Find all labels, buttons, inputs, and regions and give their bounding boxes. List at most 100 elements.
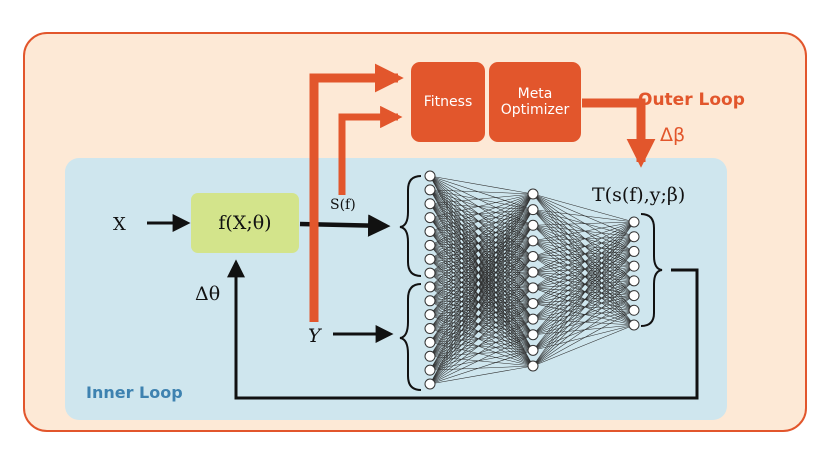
network-edge — [532, 295, 635, 320]
network-edge — [429, 225, 534, 385]
network-edge — [429, 272, 534, 367]
network-node-layer-1 — [424, 198, 436, 210]
loss-term-label: T(s(f),y;β) — [592, 184, 686, 206]
network-edge — [429, 318, 534, 357]
network-edge — [532, 209, 635, 267]
network-edge — [532, 271, 635, 296]
network-edge — [532, 221, 635, 304]
network-edge — [429, 286, 534, 320]
network-edge — [429, 287, 534, 315]
network-edge — [429, 303, 534, 315]
network-node-layer-1 — [424, 225, 436, 237]
network-edge — [429, 209, 534, 315]
network-node-layer-3 — [628, 275, 640, 287]
network-edge — [429, 240, 534, 246]
network-edge — [429, 193, 534, 301]
network-edge — [429, 175, 534, 210]
network-edge — [429, 189, 534, 242]
network-edge — [429, 350, 534, 385]
network-edge — [429, 224, 534, 232]
network-edge — [532, 256, 635, 326]
network-edge — [532, 221, 635, 257]
network-edge — [429, 189, 534, 257]
network-edge — [429, 231, 534, 289]
network-node-layer-1 — [424, 281, 436, 293]
network-edge — [429, 271, 534, 371]
network-node-layer-2 — [527, 188, 539, 200]
network-nodes — [424, 170, 640, 390]
network-edge — [532, 280, 635, 304]
network-edge — [429, 203, 534, 257]
network-edge — [429, 203, 534, 304]
network-edge — [532, 236, 635, 367]
network-edge — [429, 217, 534, 273]
network-edge — [429, 240, 534, 288]
meta-to-loss-path — [582, 98, 656, 168]
network-edge — [429, 193, 534, 315]
network-edge — [532, 265, 635, 273]
network-edge — [532, 225, 635, 326]
network-edge — [532, 265, 635, 320]
sf-to-fitness-path — [338, 105, 403, 195]
network-edge — [429, 189, 534, 273]
network-edge — [532, 256, 635, 311]
network-edge — [429, 287, 534, 302]
network-edge — [532, 221, 635, 351]
upper-input-brace — [399, 175, 422, 277]
network-edge — [429, 209, 534, 288]
network-edge — [429, 286, 534, 289]
network-edge — [429, 245, 534, 289]
network-edge — [429, 217, 534, 304]
network-edge — [532, 251, 635, 351]
network-edge — [429, 193, 534, 329]
network-edge — [532, 221, 635, 335]
network-node-layer-1 — [424, 170, 436, 182]
network-edge — [429, 240, 534, 371]
network-edge — [429, 300, 534, 304]
network-edge — [429, 209, 534, 302]
network-edge — [429, 256, 534, 302]
network-edge — [532, 240, 635, 282]
network-edge — [532, 240, 635, 311]
network-edge — [429, 225, 534, 343]
network-edge — [429, 189, 534, 195]
network-edge — [429, 209, 534, 260]
network-edge — [429, 189, 534, 210]
network-edge — [429, 271, 534, 357]
network-edge — [429, 314, 534, 320]
network-edge — [429, 303, 534, 371]
network-edge — [429, 193, 534, 218]
network-edge — [429, 271, 534, 329]
network-node-layer-2 — [527, 297, 539, 309]
network-edge — [429, 231, 534, 304]
network-edge — [429, 209, 534, 274]
network-edge — [429, 175, 534, 273]
network-edge — [429, 175, 534, 257]
network-edge — [532, 251, 635, 289]
network-edge — [429, 225, 534, 260]
network-edge — [429, 189, 534, 226]
network-edge — [532, 240, 635, 267]
network-node-layer-2 — [527, 313, 539, 325]
network-edge — [532, 221, 635, 273]
network-edge — [532, 236, 635, 273]
network-edge — [532, 221, 635, 320]
network-edge — [429, 193, 534, 246]
network-edge — [429, 256, 534, 329]
network-edge — [532, 310, 635, 320]
network-edge — [429, 318, 534, 329]
network-node-layer-1 — [424, 184, 436, 196]
network-edge — [429, 209, 534, 246]
network-edge — [429, 217, 534, 242]
network-edge — [532, 265, 635, 289]
network-node-layer-3 — [628, 304, 640, 316]
network-edge — [429, 245, 534, 304]
network-edge — [429, 271, 534, 302]
network-edge — [532, 295, 635, 304]
network-edge — [429, 256, 534, 371]
network-edge — [429, 209, 534, 357]
output-sf-label: S(f) — [330, 197, 356, 213]
network-edge — [429, 271, 534, 343]
network-edge — [532, 280, 635, 289]
network-edge — [429, 189, 534, 289]
